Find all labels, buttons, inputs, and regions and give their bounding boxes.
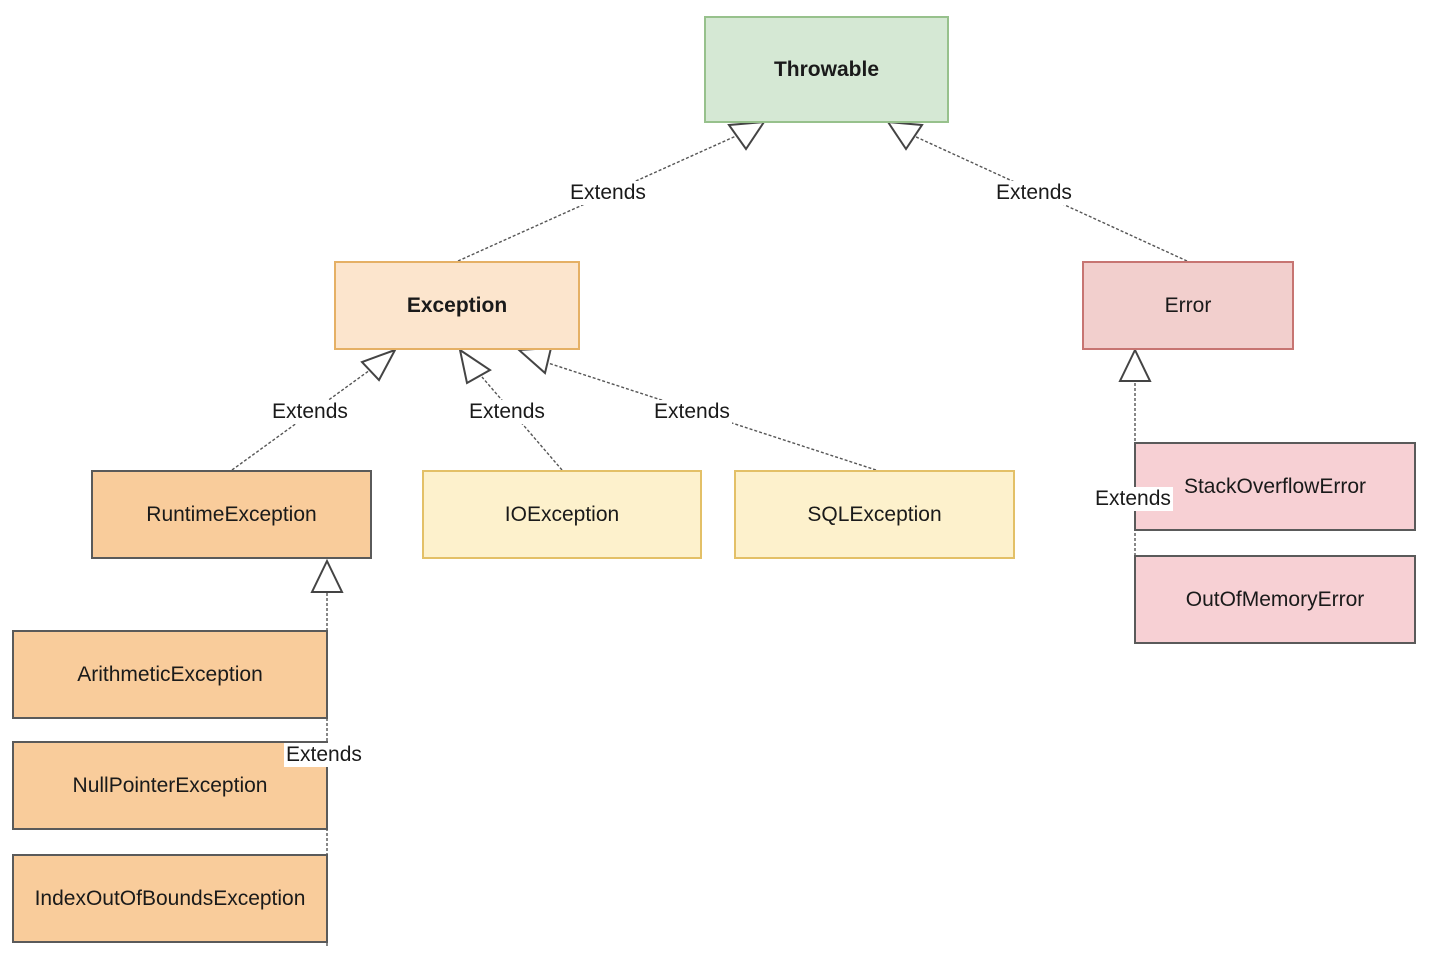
- arrowhead-throwable-left: [727, 120, 766, 151]
- node-exception[interactable]: Exception: [334, 261, 580, 350]
- arrowhead-exception-sql: [516, 346, 553, 375]
- node-throwable[interactable]: Throwable: [704, 16, 949, 123]
- edge-label-error-children: Extends: [1093, 487, 1173, 511]
- edge-label-runtime-children: Extends: [284, 743, 364, 767]
- arrowhead-exception-io: [458, 347, 492, 385]
- node-sql-exception[interactable]: SQLException: [734, 470, 1015, 559]
- edge-label-io-exception: Extends: [467, 400, 547, 424]
- edge-label-error-throwable: Extends: [994, 181, 1074, 205]
- arrowhead-error: [1118, 347, 1152, 382]
- edge-label-exception-throwable: Extends: [568, 181, 648, 205]
- node-io-exception[interactable]: IOException: [422, 470, 702, 559]
- node-runtime-exception[interactable]: RuntimeException: [91, 470, 372, 559]
- arrowhead-exception-runtime: [360, 348, 398, 382]
- node-null-pointer-exception[interactable]: NullPointerException: [12, 741, 328, 830]
- node-out-of-memory-error[interactable]: OutOfMemoryError: [1134, 555, 1416, 644]
- node-index-out-of-bounds-exception[interactable]: IndexOutOfBoundsException: [12, 854, 328, 943]
- edge-label-sql-exception: Extends: [652, 400, 732, 424]
- arrowhead-throwable-right: [886, 120, 924, 151]
- node-error[interactable]: Error: [1082, 261, 1294, 350]
- node-stack-overflow-error[interactable]: StackOverflowError: [1134, 442, 1416, 531]
- arrowhead-runtime: [310, 558, 344, 593]
- edge-label-runtime-exception: Extends: [270, 400, 350, 424]
- node-arithmetic-exception[interactable]: ArithmeticException: [12, 630, 328, 719]
